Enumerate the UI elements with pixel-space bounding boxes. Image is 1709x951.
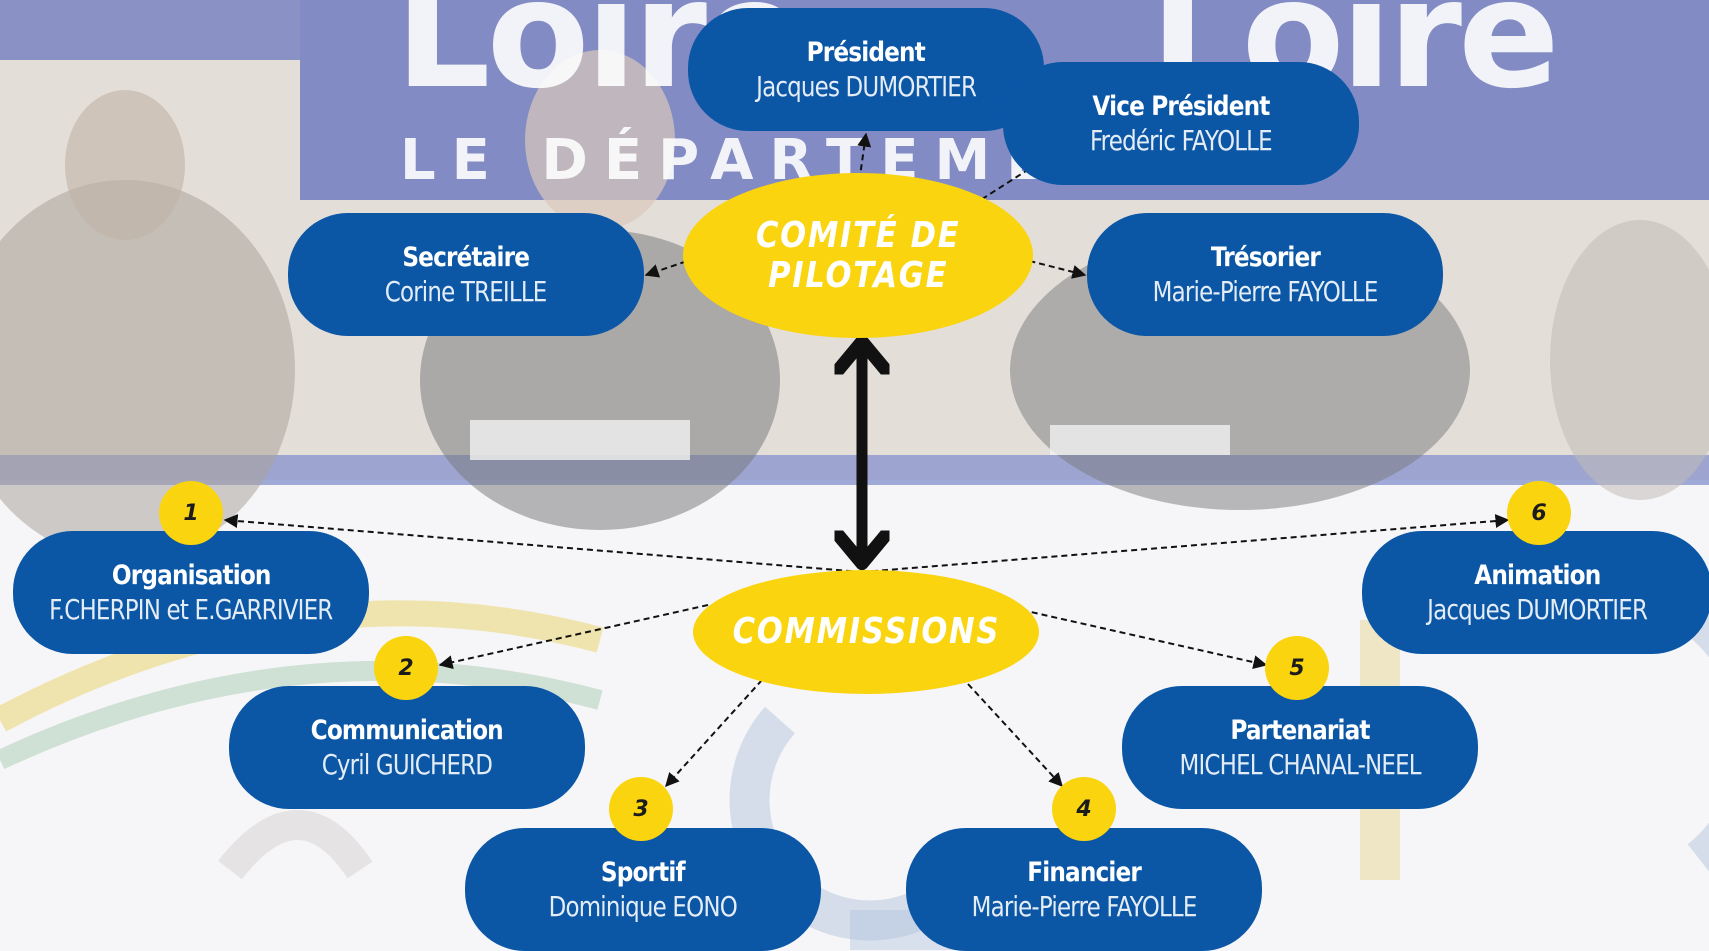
vice-president-role: Vice Président <box>1092 90 1270 122</box>
commission-1: Organisation F.CHERPIN et E.GARRIVIER <box>13 531 369 654</box>
node-secretary: Secrétaire Corine TREILLE <box>288 213 644 336</box>
president-name: Jacques DUMORTIER <box>756 69 977 103</box>
commission-lead: F.CHERPIN et E.GARRIVIER <box>49 592 333 626</box>
commission-lead: Marie-Pierre FAYOLLE <box>971 889 1198 923</box>
steering-hub-label: COMITÉ DE PILOTAGE <box>755 214 961 296</box>
badge-commission-3: 3 <box>609 777 673 841</box>
commission-title: Organisation <box>111 559 272 591</box>
link-commission-5 <box>1021 609 1268 670</box>
commission-2: Communication Cyril GUICHERD <box>229 686 585 809</box>
badge-commission-5: 5 <box>1265 636 1329 700</box>
commission-lead: Jacques DUMORTIER <box>1427 592 1648 626</box>
secretary-role: Secrétaire <box>402 241 531 273</box>
badge-commission-2: 2 <box>374 636 438 700</box>
commission-lead: Dominique EONO <box>548 889 738 923</box>
badge-commission-6: 6 <box>1507 481 1571 545</box>
treasurer-name: Marie-Pierre FAYOLLE <box>1152 274 1379 308</box>
hub-steering-committee: COMITÉ DE PILOTAGE <box>683 173 1033 338</box>
person-left <box>0 180 295 560</box>
link-commission-1 <box>223 514 863 573</box>
commission-title: Sportif <box>601 856 686 888</box>
commission-title: Animation <box>1473 559 1601 591</box>
badge-commission-1: 1 <box>159 481 223 545</box>
secretary-name: Corine TREILLE <box>385 274 548 308</box>
node-president: Président Jacques DUMORTIER <box>688 8 1044 131</box>
commission-title: Communication <box>310 714 504 746</box>
commission-title: Financier <box>1027 856 1142 888</box>
node-vice-president: Vice Président Fredéric FAYOLLE <box>1003 62 1359 185</box>
link-commission-3 <box>665 679 763 788</box>
vice-president-name: Fredéric FAYOLLE <box>1090 123 1273 157</box>
commission-lead: MICHEL CHANAL-NEEL <box>1179 747 1421 781</box>
hub-commissions: COMMISSIONS <box>693 570 1039 694</box>
treasurer-role: Trésorier <box>1210 241 1320 273</box>
commission-title: Partenariat <box>1230 714 1370 746</box>
link-commission-2 <box>438 604 709 670</box>
badge-commission-4: 4 <box>1052 777 1116 841</box>
commissions-hub-label: COMMISSIONS <box>732 611 1000 652</box>
commission-5: Partenariat MICHEL CHANAL-NEEL <box>1122 686 1478 809</box>
node-treasurer: Trésorier Marie-Pierre FAYOLLE <box>1087 213 1443 336</box>
commission-lead: Cyril GUICHERD <box>321 747 493 781</box>
commission-4: Financier Marie-Pierre FAYOLLE <box>906 828 1262 951</box>
commission-6: Animation Jacques DUMORTIER <box>1362 531 1709 654</box>
link-commission-6 <box>861 514 1510 573</box>
president-role: Président <box>806 36 926 68</box>
commission-3: Sportif Dominique EONO <box>465 828 821 951</box>
link-commission-4 <box>967 683 1063 788</box>
